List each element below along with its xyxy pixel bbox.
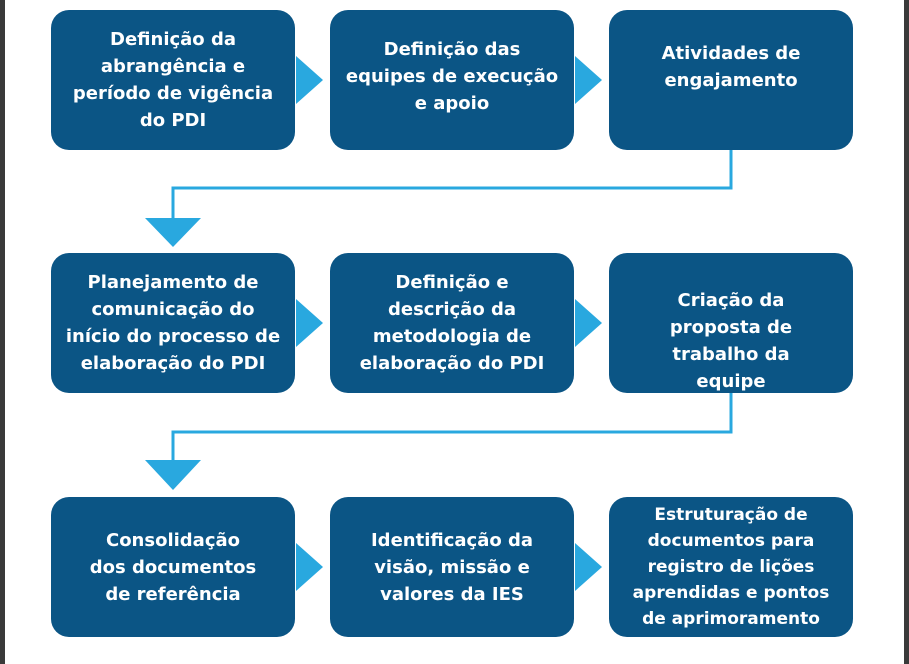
left-border xyxy=(0,0,5,664)
arrow-down-r2-r3 xyxy=(145,460,201,490)
right-border xyxy=(904,0,909,664)
step-label-1: Definição da abrangência e período de vi… xyxy=(72,29,274,131)
connector-line-r1-r2 xyxy=(171,150,733,218)
step-box-4: Planejamento de comunicação do início do… xyxy=(51,253,295,393)
step-box-1: Definição da abrangência e período de vi… xyxy=(51,10,295,150)
step-label-3: Atividades de engajamento xyxy=(661,43,801,91)
step-label-8: Identificação da visão, missão e valores… xyxy=(370,529,534,605)
step-label-5: Definição e descrição da metodologia de … xyxy=(359,272,545,374)
arrow-right-r3-2 xyxy=(575,543,602,591)
arrow-right-r2-1 xyxy=(296,299,323,347)
step-box-8: Identificação da visão, missão e valores… xyxy=(330,497,574,637)
step-label-4: Planejamento de comunicação do início do… xyxy=(65,272,281,374)
arrow-right-r1-1 xyxy=(296,56,323,104)
step-label-2: Definição das equipes de execução e apoi… xyxy=(345,39,559,114)
step-box-5: Definição e descrição da metodologia de … xyxy=(330,253,574,393)
step-box-6: Criação da proposta de trabalho da equip… xyxy=(609,253,853,393)
arrow-right-r2-2 xyxy=(575,299,602,347)
arrow-down-r1-r2 xyxy=(145,218,201,247)
step-box-2: Definição das equipes de execução e apoi… xyxy=(330,10,574,150)
step-box-3: Atividades de engajamento xyxy=(609,10,853,150)
step-label-7: Consolidação dos documentos de referênci… xyxy=(89,529,257,605)
step-label-6: Criação da proposta de trabalho da equip… xyxy=(669,290,793,392)
connector-line-r2-r3 xyxy=(171,393,733,460)
arrow-right-r3-1 xyxy=(296,543,323,591)
step-box-9: Estruturação de documentos para registro… xyxy=(609,497,853,637)
arrow-right-r1-2 xyxy=(575,56,602,104)
step-box-7: Consolidação dos documentos de referênci… xyxy=(51,497,295,637)
step-label-9: Estruturação de documentos para registro… xyxy=(632,505,830,629)
